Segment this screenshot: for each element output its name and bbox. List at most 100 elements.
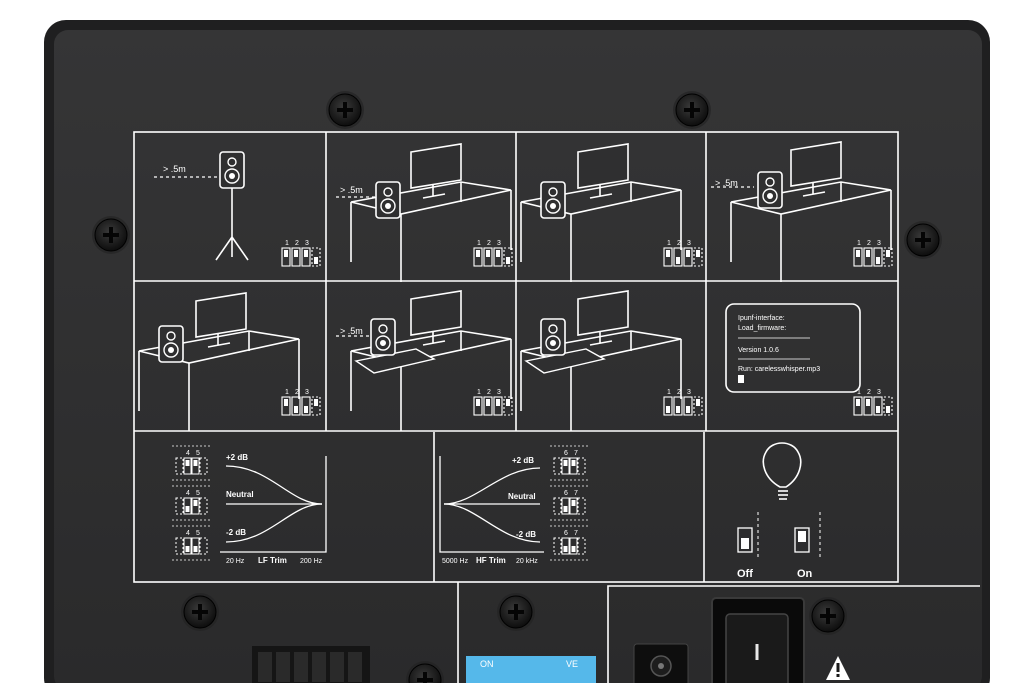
- switch-knob: [314, 399, 318, 406]
- switch-knob: [496, 250, 500, 257]
- lf-boost-label: +2 dB: [226, 453, 248, 462]
- switch-number: 4: [186, 490, 190, 497]
- switch-knob: [476, 250, 480, 257]
- dip-switch-bank[interactable]: ON VE: [466, 656, 596, 683]
- screw-4: [904, 221, 942, 259]
- switch-number: 3: [877, 240, 881, 247]
- distance-label-6: > .5m: [340, 326, 363, 336]
- switch-slot: [483, 247, 493, 267]
- placement-cell-stand: [154, 151, 249, 261]
- switch-slot: [873, 247, 883, 267]
- switch-slot: [503, 396, 513, 416]
- switch-slot: [693, 247, 703, 267]
- switch-knob: [676, 257, 680, 264]
- switch-knob: [886, 250, 890, 257]
- switch-number: 4: [186, 530, 190, 537]
- switch-knob: [866, 250, 870, 257]
- switch-slot: [693, 396, 703, 416]
- switch-number: 6: [564, 450, 568, 457]
- switch-knob: [686, 250, 690, 257]
- placement-grid: [133, 131, 899, 583]
- screw-7: [809, 597, 847, 635]
- switch-number: 1: [857, 240, 861, 247]
- power-rocker-switch[interactable]: [711, 597, 805, 683]
- switch-slot: [663, 396, 673, 416]
- switch-knob: [284, 250, 288, 257]
- switch-number: 2: [487, 240, 491, 247]
- firmware-line-2: Load_firmware:: [738, 325, 786, 332]
- switch-number: 3: [305, 389, 309, 396]
- lf-freq-high: 200 Hz: [300, 558, 323, 565]
- hf-title: HF Trim: [476, 556, 506, 565]
- screw-6: [497, 593, 535, 631]
- switch-knob: [304, 250, 308, 257]
- switch-slot: [281, 396, 291, 416]
- placement-cell-desk-front: [336, 143, 512, 283]
- switch-slot: [883, 247, 893, 267]
- switch-number: 3: [305, 240, 309, 247]
- switch-slot: [853, 396, 863, 416]
- screw-8: [406, 661, 444, 683]
- switch-knob: [486, 250, 490, 257]
- switch-number: 1: [477, 240, 481, 247]
- switch-number: 3: [497, 389, 501, 396]
- switch-knob: [284, 399, 288, 406]
- switch-knob: [676, 406, 680, 413]
- led-on-switch: [794, 527, 810, 553]
- switch-slot: [311, 247, 321, 267]
- switch-slot: [673, 247, 683, 267]
- led-off-switch: [737, 527, 753, 553]
- bottom-hardware: ON VE: [252, 582, 980, 683]
- hf-neutral-label: Neutral: [508, 492, 536, 501]
- switch-number: 3: [687, 389, 691, 396]
- switch-slot: [483, 396, 493, 416]
- switch-slot: [493, 396, 503, 416]
- screws: [92, 91, 942, 683]
- switch-knob: [666, 406, 670, 413]
- switch-slot: [663, 247, 673, 267]
- distance-label-4: > .5m: [715, 178, 738, 188]
- switch-number: 1: [285, 240, 289, 247]
- switch-slot: [683, 247, 693, 267]
- lf-freq-low: 20 Hz: [226, 558, 245, 565]
- switch-slot: [493, 247, 503, 267]
- firmware-box: Ipunf-interface: Load_firmware: Version …: [725, 303, 861, 393]
- switch-number: 2: [677, 240, 681, 247]
- switch-slot: [863, 247, 873, 267]
- switch-knob: [856, 250, 860, 257]
- lf-trim-diagram: +2 dB Neutral -2 dB 20 Hz LF Trim 200 Hz: [220, 453, 327, 565]
- switch-knob: [506, 399, 510, 406]
- switch-number: 5: [196, 450, 200, 457]
- switch-number: 3: [497, 240, 501, 247]
- warning-triangle-icon: [826, 656, 850, 680]
- switch-knob: [886, 406, 890, 413]
- switch-slot: [473, 396, 483, 416]
- led-on-label: On: [797, 568, 813, 580]
- dc-power-jack[interactable]: [633, 643, 689, 683]
- switch-slot: [683, 396, 693, 416]
- switch-knob: [666, 250, 670, 257]
- switch-knob: [856, 399, 860, 406]
- switch-slot: [301, 396, 311, 416]
- switch-number: 3: [687, 240, 691, 247]
- switch-slot: [883, 396, 893, 416]
- firmware-line-3: Version 1.0.6: [738, 347, 779, 354]
- hf-boost-label: +2 dB: [512, 456, 534, 465]
- switch-number: 1: [857, 389, 861, 396]
- switch-number: 2: [487, 389, 491, 396]
- switch-slot: [853, 247, 863, 267]
- screw-3: [92, 216, 130, 254]
- switch-number: 4: [186, 450, 190, 457]
- dip-on-label: ON: [480, 659, 494, 669]
- switch-knob: [476, 399, 480, 406]
